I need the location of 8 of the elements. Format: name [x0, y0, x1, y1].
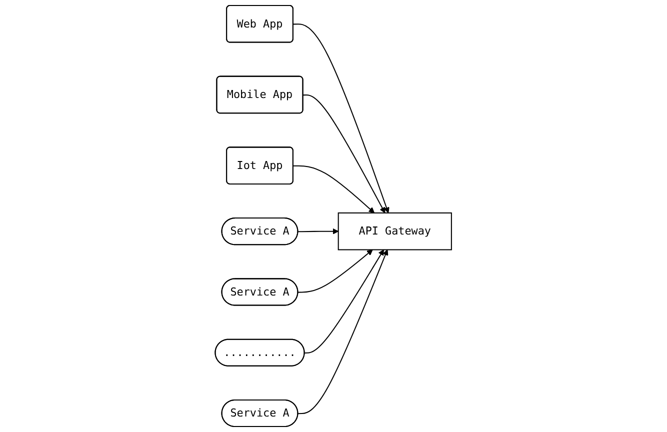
arrow [298, 228, 339, 234]
arrow [303, 94, 386, 214]
node-box: API Gateway [338, 212, 452, 250]
arrow [298, 249, 374, 293]
arrow [304, 249, 384, 354]
arrow [293, 24, 390, 214]
arrow [298, 249, 388, 414]
arrow [293, 165, 375, 214]
